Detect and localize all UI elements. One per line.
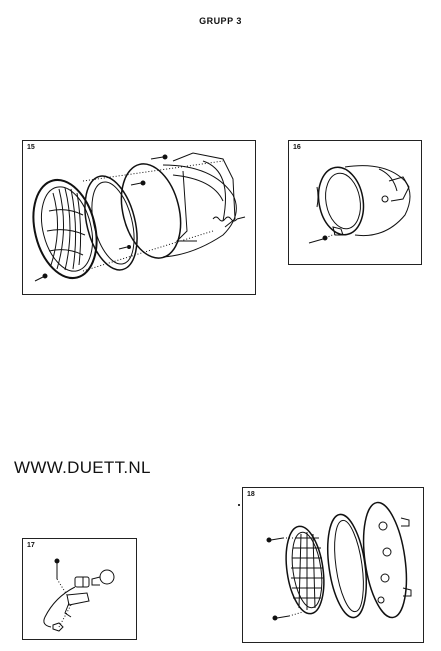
bulb-socket-icon bbox=[43, 558, 115, 632]
watermark-text: WWW.DUETT.NL bbox=[14, 458, 151, 477]
figure-number: 17 bbox=[27, 542, 35, 549]
figure-number: 15 bbox=[27, 144, 35, 151]
figure-panel-17: 17 bbox=[22, 538, 137, 640]
figure-panel-15: 15 bbox=[22, 140, 256, 295]
page-title: GRUPP 3 bbox=[199, 16, 242, 26]
figure-panel-16: 16 bbox=[288, 140, 422, 265]
dot-mark bbox=[238, 504, 240, 506]
figure-panel-18: 18 bbox=[242, 487, 424, 643]
headlight-exploded-icon bbox=[32, 152, 246, 282]
figure-number: 16 bbox=[293, 144, 301, 151]
figure-number: 18 bbox=[247, 491, 255, 498]
tail-lamp-exploded-icon bbox=[266, 501, 412, 621]
headlight-housing-icon bbox=[308, 165, 411, 244]
